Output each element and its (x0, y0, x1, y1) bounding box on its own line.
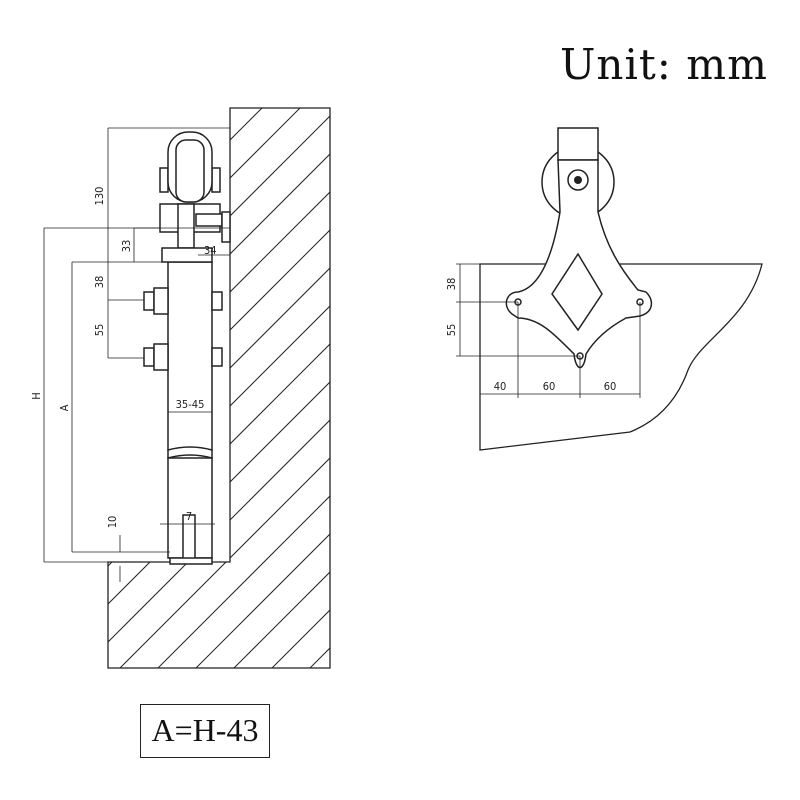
front-hanger-bracket (505, 127, 653, 369)
hatch-line (108, 108, 330, 668)
front-dim-60-right-label: 60 (604, 380, 617, 393)
hatch-line (108, 108, 330, 668)
hatch-line (108, 108, 330, 668)
hatch-line (267, 108, 330, 668)
hatch-line (108, 108, 330, 668)
front-dim-40-label: 40 (494, 380, 507, 393)
formula-box: A=H-43 (140, 704, 270, 758)
top-roller-hanger (159, 131, 231, 263)
dim-35-45-label: 35-45 (176, 398, 205, 411)
dim-55-label: 55 (93, 324, 106, 337)
front-door-outline (479, 263, 763, 451)
front-dim-38-label: 38 (445, 278, 458, 291)
hatch-line (108, 108, 319, 668)
front-dim-55-label: 55 (445, 324, 458, 337)
hatch-line (229, 108, 330, 668)
door-panel (167, 261, 213, 565)
dim-A-label: A (58, 404, 71, 411)
hatch-line (191, 108, 330, 668)
dim-34-label: 34 (204, 244, 217, 257)
hatch-line (108, 108, 167, 668)
dim-38-label: 38 (93, 276, 106, 289)
hatch-line (108, 108, 330, 668)
dim-7-label: 7 (186, 510, 192, 523)
dim-10-label: 10 (106, 516, 119, 529)
hatch-line (0, 90, 90, 710)
mounting-bolts (143, 287, 223, 371)
front-dimension-lines (456, 263, 641, 398)
dim-H-label: H (30, 392, 43, 399)
hatch-line (108, 108, 330, 668)
hatch-line (108, 108, 129, 668)
unit-label: Unit: mm (560, 40, 768, 89)
wall-section (0, 90, 331, 710)
hatch-line (153, 108, 330, 668)
dim-130-label: 130 (93, 187, 106, 206)
hatch-line (115, 108, 330, 668)
hatch-line (108, 108, 330, 668)
hatch-line (108, 108, 330, 668)
side-dimension-lines (43, 127, 230, 582)
hatch-line (108, 108, 330, 668)
front-dim-60-left-label: 60 (543, 380, 556, 393)
dim-33-label: 33 (120, 240, 133, 253)
